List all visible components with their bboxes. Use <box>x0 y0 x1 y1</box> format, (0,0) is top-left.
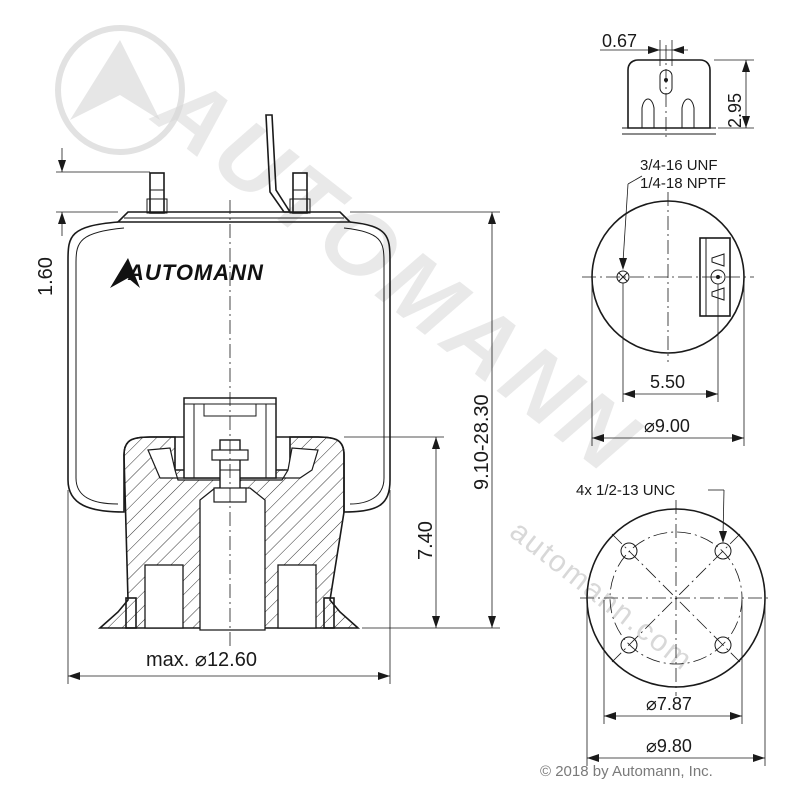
piston-pocket-right <box>277 564 317 629</box>
dimension-top-offset: 0.67 <box>602 31 637 51</box>
bottom-stud-right <box>323 597 335 629</box>
top-stud-left <box>146 172 168 214</box>
piston-pocket-left <box>144 564 184 629</box>
side-view: AUTOMANN <box>67 114 391 650</box>
dimension-bottom-diameter: ⌀9.80 <box>646 736 692 756</box>
bottom-stud-left <box>125 597 137 629</box>
top-stud-right <box>289 172 311 214</box>
top-plate-fitting <box>699 237 731 317</box>
dimension-extended-height: 9.10-28.30 <box>471 394 493 490</box>
top-bead-plate <box>116 211 352 223</box>
dimension-top-height: 2.95 <box>725 93 745 128</box>
bottom-view: 4x 1/2-13 UNC ⌀7.87 ⌀9.80 <box>576 482 772 766</box>
side-view-dimensions: 1.60 9.10-28.30 7.40 max. ⌀12.60 <box>35 148 500 684</box>
dimension-top-plate-spacing: 5.50 <box>650 372 685 392</box>
dimension-mount-height: 1.60 <box>35 257 57 296</box>
dimension-bottom-bolt-circle: ⌀7.87 <box>646 694 692 714</box>
dimension-max-diameter: max. ⌀12.60 <box>146 649 257 671</box>
logo-text: AUTOMANN <box>127 260 264 285</box>
bottom-bolt-hole <box>620 636 638 654</box>
air-fitting-bracket <box>265 114 292 213</box>
dimension-top-plate-diameter: ⌀9.00 <box>644 416 690 436</box>
watermark-url: automann.com <box>504 515 700 678</box>
thread-note-2: 1/4-18 NPTF <box>640 175 726 192</box>
bottom-holes-note: 4x 1/2-13 UNC <box>576 482 675 499</box>
copyright-text: © 2018 by Automann, Inc. <box>540 763 713 780</box>
dimension-piston-height: 7.40 <box>415 521 437 560</box>
fitting-detail-view: 0.67 2.95 <box>600 31 754 140</box>
automann-logo: AUTOMANN <box>110 258 264 288</box>
automann-arrow-icon <box>110 258 140 288</box>
watermark-arrow-icon <box>70 40 160 120</box>
bottom-bolt-hole <box>714 636 732 654</box>
top-plate-view: 3/4-16 UNF 1/4-18 NPTF 5.50 ⌀9.00 <box>582 157 754 446</box>
watermark-circle-logo <box>55 25 185 155</box>
thread-note-1: 3/4-16 UNF <box>640 157 718 174</box>
bottom-bolt-hole <box>620 542 638 560</box>
piston-center-cavity <box>199 487 266 631</box>
